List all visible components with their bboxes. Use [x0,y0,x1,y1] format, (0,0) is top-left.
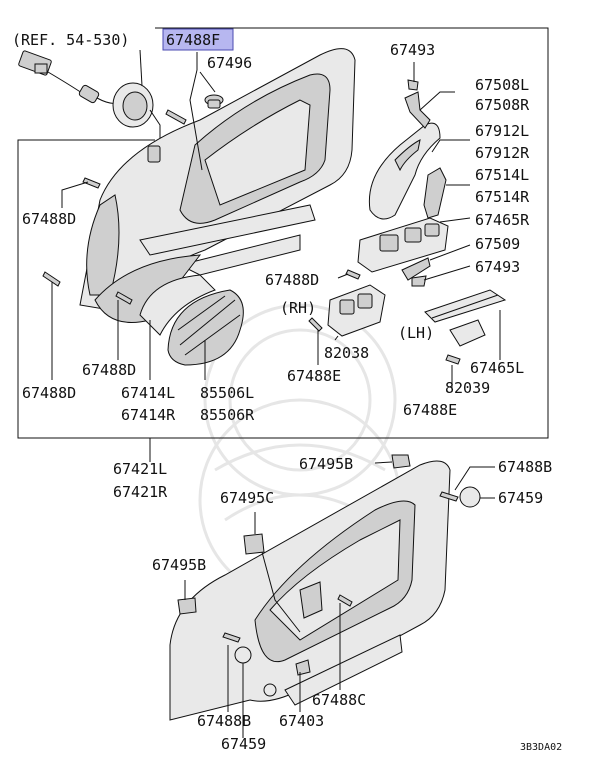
window-switch-rh [327,284,386,337]
label-67488E-a: 67488E [287,367,341,385]
switch-panel-rh [357,217,449,273]
label-85506R: 85506R [200,406,255,424]
label-67414R: 67414R [121,406,176,424]
label-67496: 67496 [207,54,252,72]
label-67488D-c: 67488D [82,361,136,379]
label-67421R: 67421R [113,483,168,501]
label-67508L: 67508L [475,76,529,94]
armrest-part [139,274,216,336]
label-67403: 67403 [279,712,324,730]
door-trim-panel-upper [79,48,356,323]
label-lh: (LH) [398,324,434,342]
label-67488B-b: 67488B [197,712,251,730]
bracket-67509 [401,257,431,287]
label-67465L: 67465L [470,359,524,377]
label-67421L: 67421L [113,460,167,478]
leader-lines [51,52,501,738]
speaker-reference-part [18,49,161,160]
ref-label: (REF. 54-530) [12,31,129,49]
label-67493-a: 67493 [390,41,435,59]
label-67488E-b: 67488E [403,401,457,419]
label-67495B-b: 67495B [152,556,206,574]
highlight-box-67488F [162,28,234,51]
label-67493-b: 67493 [475,258,520,276]
label-67488B-a: 67488B [498,458,552,476]
switch-panel-lh [424,289,507,347]
label-82039: 82039 [445,379,490,397]
label-67488D-a: 67488D [22,210,76,228]
label-67514R: 67514R [475,188,530,206]
label-67912R: 67912R [475,144,530,162]
label-67488D-d: 67488D [22,384,76,402]
label-67912L: 67912L [475,122,529,140]
bracket-part [404,79,431,129]
diagram-code: 3B3DA02 [520,742,562,753]
switch-cover [423,167,447,219]
door-trim-panel-lower [169,460,451,721]
speaker-grille [167,289,244,366]
label-67509: 67509 [475,235,520,253]
label-67459-a: 67459 [498,489,543,507]
label-67514L: 67514L [475,166,529,184]
label-67495C: 67495C [220,489,274,507]
label-85506L: 85506L [200,384,254,402]
lower-clips [177,454,481,676]
label-rh: (RH) [280,299,316,317]
group-frame [17,27,549,439]
label-67488D-b: 67488D [265,271,319,289]
label-67465R: 67465R [475,211,530,229]
label-67508R: 67508R [475,96,530,114]
label-67488C: 67488C [312,691,366,709]
label-67495B-a: 67495B [299,455,353,473]
label-67459-b: 67459 [221,735,266,753]
part-labels: (REF. 54-530) 67488F 67496 67493 67508L … [12,31,562,753]
label-67414L: 67414L [121,384,175,402]
screws-upper [42,109,461,365]
label-67488F: 67488F [166,31,220,49]
inner-handle-trim [368,122,441,220]
label-82038: 82038 [324,344,369,362]
clip-part [204,94,224,109]
